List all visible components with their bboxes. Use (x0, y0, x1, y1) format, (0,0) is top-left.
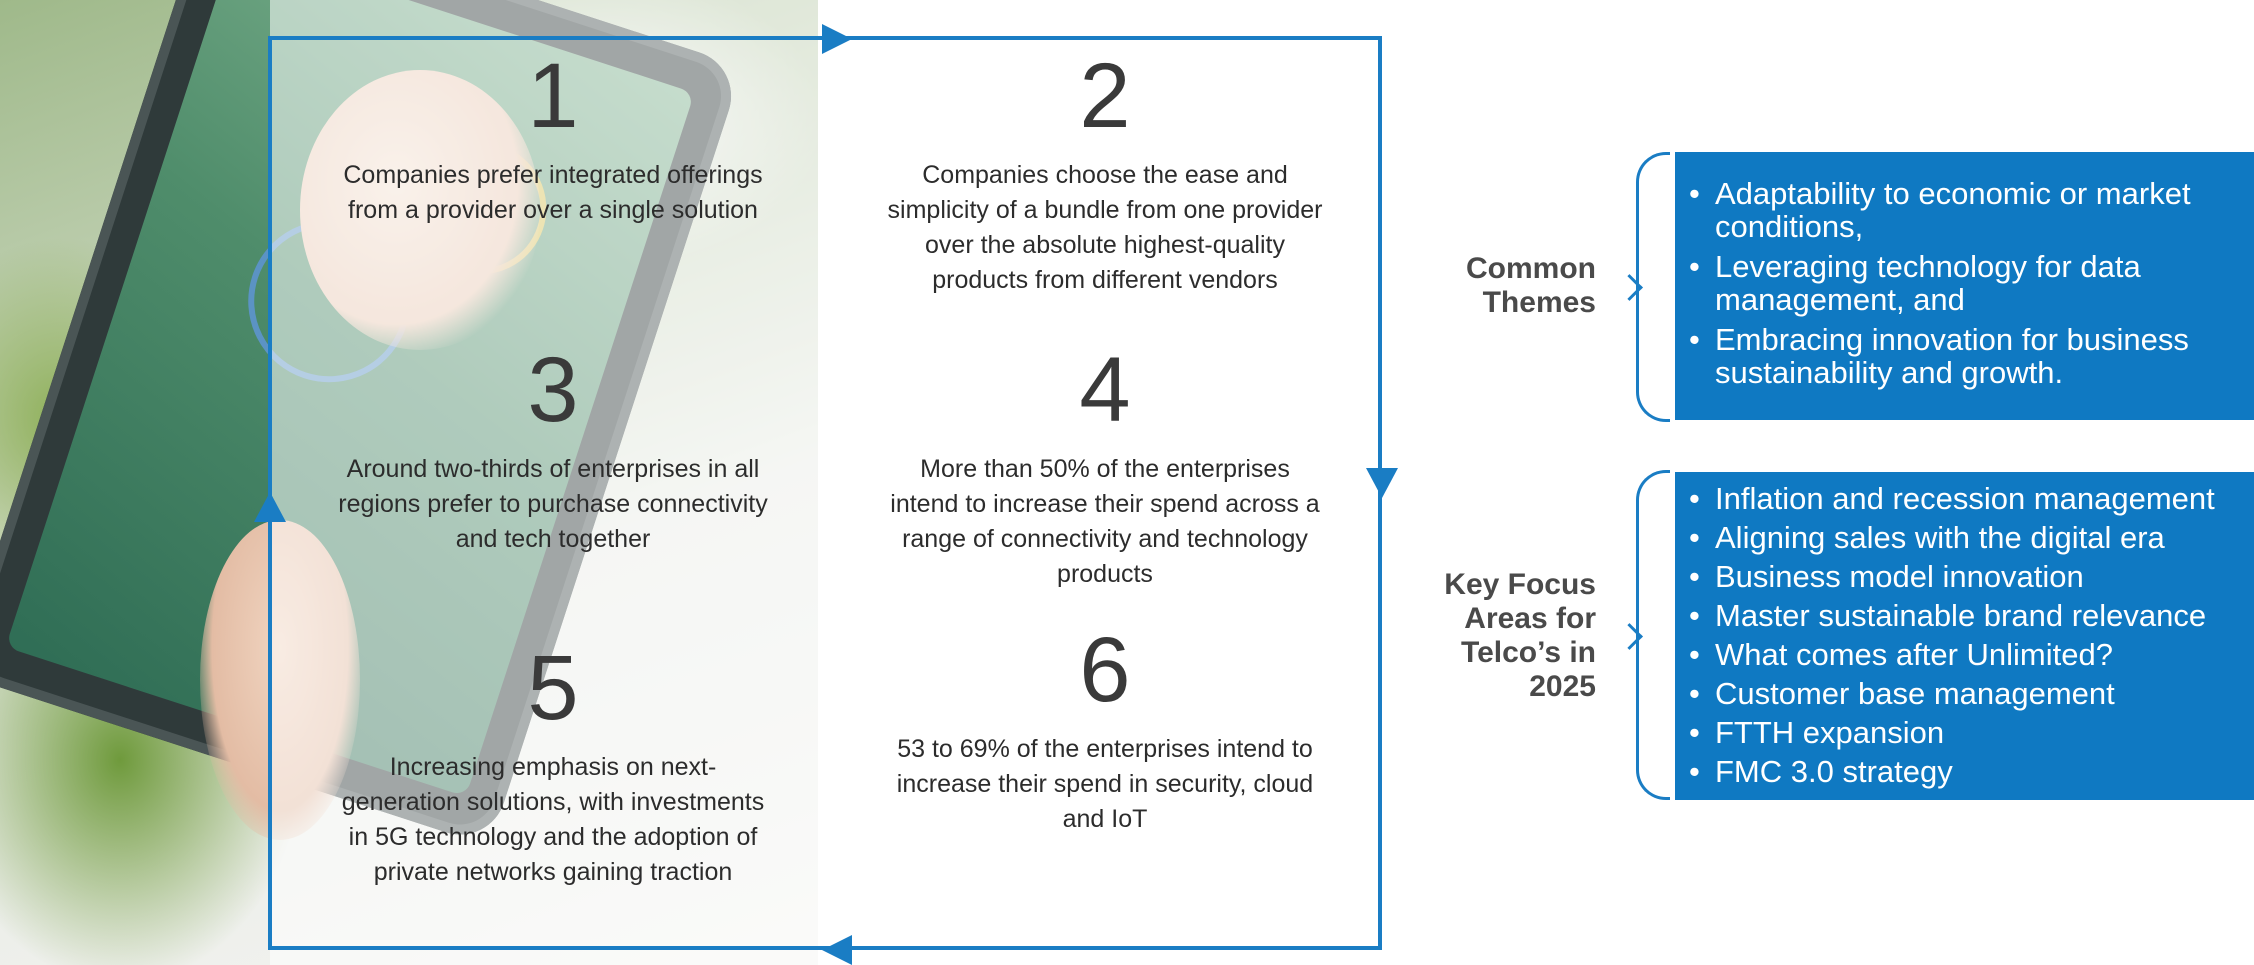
finding-3: 3 Around two-thirds of enterprises in al… (338, 344, 768, 557)
list-item: Embracing innovation for business sustai… (1689, 323, 2242, 389)
finding-text: More than 50% of the enterprises intend … (890, 455, 1320, 588)
list-item: Inflation and recession management (1689, 481, 2242, 517)
background-photo-tablet (0, 0, 818, 965)
key-focus-list: Inflation and recession management Align… (1689, 481, 2242, 790)
finding-number: 5 (527, 637, 579, 739)
finding-2: 2 Companies choose the ease and simplici… (885, 50, 1325, 298)
common-themes-label: Common Themes (1466, 252, 1596, 319)
list-item: Customer base management (1689, 676, 2242, 712)
finding-text: 53 to 69% of the enterprises intend to i… (896, 735, 1314, 833)
finding-text: Companies prefer integrated offerings fr… (343, 161, 763, 224)
finding-4: 4 More than 50% of the enterprises inten… (885, 344, 1325, 592)
key-focus-box: Inflation and recession management Align… (1675, 472, 2254, 800)
list-item: Business model innovation (1689, 559, 2242, 595)
photo-white-overlay (270, 0, 818, 965)
arrow-left-icon (822, 935, 852, 965)
arrow-right-icon (822, 24, 852, 54)
key-focus-label: Key Focus Areas for Telco’s in 2025 (1444, 568, 1596, 703)
finding-number: 1 (527, 45, 579, 147)
list-item: Leveraging technology for data managemen… (1689, 250, 2242, 316)
list-item: FTTH expansion (1689, 715, 2242, 751)
finding-number: 4 (1079, 339, 1131, 441)
list-item: What comes after Unlimited? (1689, 637, 2242, 673)
list-item: Aligning sales with the digital era (1689, 520, 2242, 556)
finding-number: 2 (1079, 45, 1131, 147)
list-item: Adaptability to economic or market condi… (1689, 177, 2242, 243)
arrow-down-icon (1366, 468, 1398, 498)
common-themes-list: Adaptability to economic or market condi… (1689, 177, 2242, 389)
finding-text: Increasing emphasis on next-generation s… (341, 753, 765, 886)
arrow-up-icon (254, 492, 286, 522)
finding-text: Around two-thirds of enterprises in all … (338, 455, 768, 553)
finding-number: 6 (1079, 619, 1131, 721)
finding-text: Companies choose the ease and simplicity… (887, 161, 1323, 294)
finding-6: 6 53 to 69% of the enterprises intend to… (885, 624, 1325, 837)
finding-1: 1 Companies prefer integrated offerings … (338, 50, 768, 228)
common-themes-box: Adaptability to economic or market condi… (1675, 152, 2254, 420)
finding-5: 5 Increasing emphasis on next-generation… (338, 642, 768, 890)
list-item: Master sustainable brand relevance (1689, 598, 2242, 634)
list-item: FMC 3.0 strategy (1689, 754, 2242, 790)
finding-number: 3 (527, 339, 579, 441)
